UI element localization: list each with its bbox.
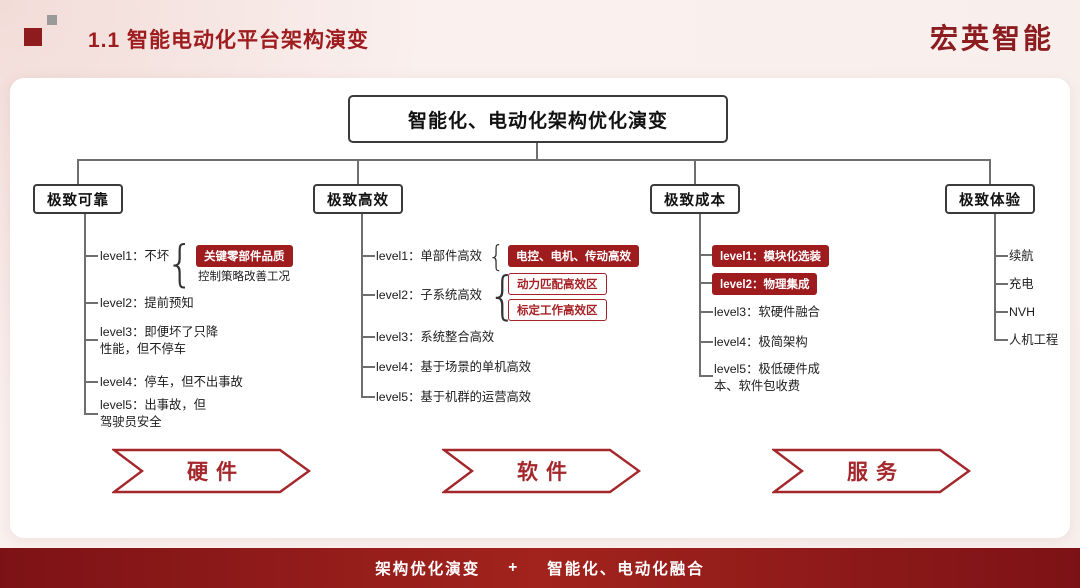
footer-plus-sign: + [508,559,520,576]
connector-line [361,294,375,296]
connector-line [994,283,1008,285]
connector-line [989,159,991,185]
level-item: level3：即便坏了只降性能，但不停车 [100,325,219,357]
level-item: level2：子系统高效 [376,288,482,302]
arrow-banner-hardware: 硬件 [112,448,312,494]
branch-node-reliability: 极致可靠 [33,184,123,214]
connector-line [84,413,98,415]
level-item-badge: level1：模块化选装 [712,245,829,267]
connector-line [361,396,375,398]
connector-line [84,255,98,257]
page-title: 1.1 智能电动化平台架构演变 [88,29,370,52]
arrow-shape-icon [772,448,972,494]
brace-icon: { [166,235,194,293]
connector-line [699,341,713,343]
arrow-label: 硬件 [187,461,245,484]
root-node: 智能化、电动化架构优化演变 [348,95,728,143]
connector-line [77,159,79,185]
level-item: NVH [1009,305,1035,319]
arrow-banner-service: 服务 [772,448,972,494]
connector-line [77,159,991,161]
level-item: level3：软硬件融合 [714,305,820,319]
level-item: 充电 [1009,277,1034,291]
branch-node-experience: 极致体验 [945,184,1035,214]
level-item: 续航 [1009,249,1034,263]
logo-square-gray-icon [47,15,57,25]
connector-line [357,159,359,185]
level-item: level4：停车，但不出事故 [100,375,243,389]
connector-line [536,143,538,160]
connector-line [994,339,1008,341]
connector-line [994,255,1008,257]
footer-left-text: 架构优化演变 [375,561,481,578]
brand-logo: 宏英智能 [929,23,1054,54]
level-item: level5：出事故，但驾驶员安全 [100,398,206,430]
connector-line [84,214,86,414]
level-item: level1：不坏 [100,249,170,263]
connector-line [699,214,701,376]
level-item-badge: level2：物理集成 [712,273,818,295]
connector-line [361,366,375,368]
arrow-label: 软件 [517,461,575,484]
arrow-shape-icon [442,448,642,494]
connector-line [361,336,375,338]
arrow-label: 服务 [847,461,905,484]
branch-node-cost: 极致成本 [650,184,740,214]
callout-text: 控制策略改善工况 [198,271,290,283]
connector-line [699,282,713,284]
level-item: level3：系统整合高效 [376,330,495,344]
level-item: level5：基于机群的运营高效 [376,390,532,404]
connector-line [84,339,98,341]
connector-line [84,302,98,304]
callout-badge: 关键零部件品质 [196,245,293,267]
arrow-banner-software: 软件 [442,448,642,494]
connector-line [994,311,1008,313]
footer-right-text: 智能化、电动化融合 [547,561,705,578]
level-item: level4：基于场景的单机高效 [376,360,532,374]
level-item: level1：单部件高效 [376,249,482,263]
arrow-shape-icon [112,448,312,494]
brace-icon: { [488,240,505,275]
connector-line [699,254,713,256]
connector-line [694,159,696,185]
callout-badge: 动力匹配高效区 [508,273,607,295]
footer-bar: 架构优化演变 + 智能化、电动化融合 [0,548,1080,588]
level-item: 人机工程 [1009,333,1059,347]
connector-line [361,255,375,257]
connector-line [699,375,713,377]
level-item: level5：极低硬件成本、软件包收费 [714,362,820,394]
callout-badge: 电控、电机、传动高效 [508,245,639,267]
logo-square-maroon-icon [24,28,42,46]
branch-node-efficiency: 极致高效 [313,184,403,214]
connector-line [84,381,98,383]
level-item: level4：极简架构 [714,335,808,349]
connector-line [699,311,713,313]
callout-badge: 标定工作高效区 [508,299,607,321]
connector-line [361,214,363,397]
level-item: level2：提前预知 [100,296,194,310]
connector-line [994,214,996,340]
